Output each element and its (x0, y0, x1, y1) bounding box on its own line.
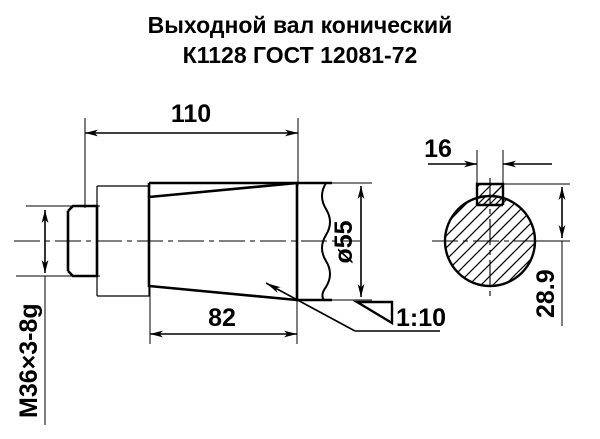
dimension-keyway-height-text: 28.9 (532, 269, 560, 318)
dimension-110: 110 (84, 100, 299, 208)
cross-section-view: 16 28.9 (424, 135, 570, 326)
dimension-keyway-height: 28.9 (503, 183, 570, 326)
taper-symbol-icon (352, 300, 394, 326)
dimension-thread-text: M36×3-8g (15, 303, 43, 418)
dimension-diameter-55-text: ø55 (330, 220, 358, 263)
cylinder-extension-lines (147, 181, 297, 197)
page-title-line-2: К1128 ГОСТ 12081-72 (182, 42, 418, 68)
dimension-thread-m36: M36×3-8g (15, 205, 100, 425)
page-title-line-1: Выходной вал конический (147, 12, 453, 38)
dimension-110-text: 110 (171, 100, 211, 128)
dimension-82-text: 82 (208, 304, 236, 332)
side-section-view: 110 82 M36×3-8g ø55 (14, 100, 446, 425)
dimension-diameter-55: ø55 (297, 182, 372, 301)
dimension-keyway-16: 16 (424, 135, 552, 186)
taper-ratio-text: 1:10 (396, 304, 446, 332)
title-block: Выходной вал конический К1128 ГОСТ 12081… (0, 10, 600, 70)
dimension-keyway-16-text: 16 (424, 135, 452, 163)
taper-callout: 1:10 (265, 282, 446, 332)
dimension-82: 82 (149, 286, 298, 344)
